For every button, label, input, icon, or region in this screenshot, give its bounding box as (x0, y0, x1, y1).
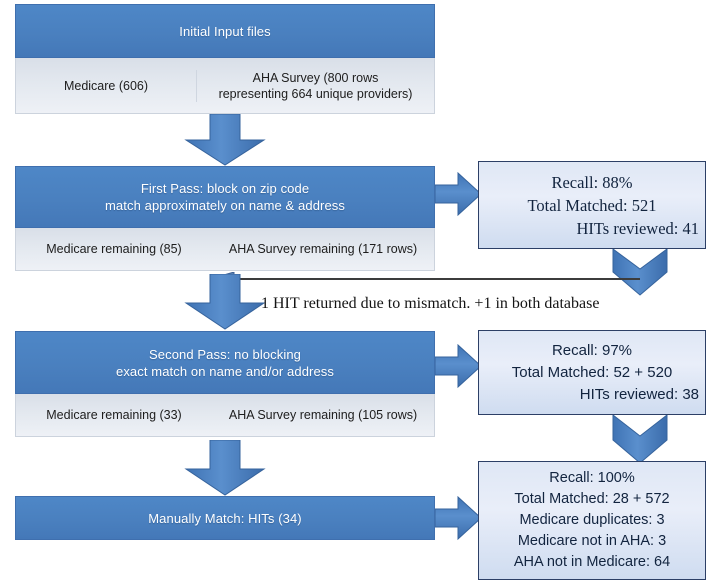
stage-initial-input-header-text: Initial Input files (179, 23, 271, 39)
stage-second-pass-cell-aha-text: AHA Survey remaining (105 rows) (228, 408, 418, 422)
manual-match-results-line-4: Medicare not in AHA: 3 (517, 533, 667, 549)
stage-second-pass-header-text: Second Pass: no blocking exact match on … (115, 346, 335, 379)
stage-second-pass-subrow: Medicare remaining (33) AHA Survey remai… (15, 394, 435, 437)
stage-first-pass-cell-aha: AHA Survey remaining (171 rows) (212, 241, 434, 257)
arrow-right-first-pass-to-results (435, 172, 483, 217)
stage-initial-input: Initial Input files Medicare (606) AHA S… (15, 4, 435, 114)
stage-initial-input-cell-aha-text: AHA Survey (800 rows representing 664 un… (218, 70, 413, 101)
stage-first-pass: First Pass: block on zip code match appr… (15, 166, 435, 271)
stage-second-pass: Second Pass: no blocking exact match on … (15, 331, 435, 437)
stage-manual-match: Manually Match: HITs (34) (15, 496, 435, 540)
stage-initial-input-subrow: Medicare (606) AHA Survey (800 rows repr… (15, 58, 435, 114)
stage-first-pass-cell-medicare-text: Medicare remaining (85) (46, 242, 182, 256)
stage-second-pass-cell-medicare: Medicare remaining (33) (16, 407, 212, 423)
arrow-down-first-results-to-feedback (612, 249, 670, 297)
stage-manual-match-header-text: Manually Match: HITs (34) (148, 510, 302, 526)
stage-first-pass-subrow: Medicare remaining (85) AHA Survey remai… (15, 228, 435, 271)
stage-second-pass-header: Second Pass: no blocking exact match on … (15, 331, 435, 394)
first-pass-results-line-3: HITs reviewed: 41 (576, 218, 699, 238)
stage-manual-match-header: Manually Match: HITs (34) (15, 496, 435, 540)
stage-initial-input-header: Initial Input files (15, 4, 435, 58)
manual-match-results-box: Recall: 100% Total Matched: 28 + 572 Med… (478, 461, 706, 580)
stage-second-pass-cell-aha: AHA Survey remaining (105 rows) (212, 407, 434, 423)
stage-first-pass-header: First Pass: block on zip code match appr… (15, 166, 435, 228)
stage-first-pass-header-text: First Pass: block on zip code match appr… (105, 181, 345, 213)
stage-initial-input-cell-aha: AHA Survey (800 rows representing 664 un… (196, 69, 434, 102)
arrow-down-initial-to-first (183, 114, 267, 166)
arrow-down-second-to-manual (183, 440, 267, 496)
manual-match-results-line-5: AHA not in Medicare: 64 (513, 554, 671, 570)
arrow-right-manual-to-results (435, 496, 483, 541)
arrow-right-second-pass-to-results (435, 344, 483, 389)
second-pass-results-box: Recall: 97% Total Matched: 52 + 520 HITs… (478, 330, 706, 415)
stage-first-pass-cell-medicare: Medicare remaining (85) (16, 241, 212, 257)
first-pass-results-line-2: Total Matched: 521 (527, 195, 657, 215)
feedback-connector-line (208, 271, 640, 287)
stage-first-pass-cell-aha-text: AHA Survey remaining (171 rows) (228, 242, 418, 256)
stage-initial-input-cell-medicare: Medicare (606) (16, 78, 196, 94)
first-pass-results-box: Recall: 88% Total Matched: 521 HITs revi… (478, 161, 706, 249)
manual-match-results-line-1: Recall: 100% (549, 470, 635, 486)
stage-second-pass-cell-medicare-text: Medicare remaining (33) (46, 408, 182, 422)
manual-match-results-line-2: Total Matched: 28 + 572 (514, 491, 670, 507)
manual-match-results-line-3: Medicare duplicates: 3 (519, 512, 665, 528)
arrow-down-first-to-second (183, 274, 267, 330)
second-pass-results-line-3: HITs reviewed: 38 (579, 385, 699, 403)
stage-initial-input-cell-medicare-text: Medicare (606) (63, 78, 149, 93)
second-pass-results-line-1: Recall: 97% (551, 341, 633, 359)
second-pass-results-line-2: Total Matched: 52 + 520 (511, 363, 673, 381)
arrow-down-second-results-to-final-results (612, 415, 670, 465)
feedback-note-text: 1 HIT returned due to mismatch. +1 in bo… (261, 295, 600, 312)
first-pass-results-line-1: Recall: 88% (551, 172, 633, 192)
